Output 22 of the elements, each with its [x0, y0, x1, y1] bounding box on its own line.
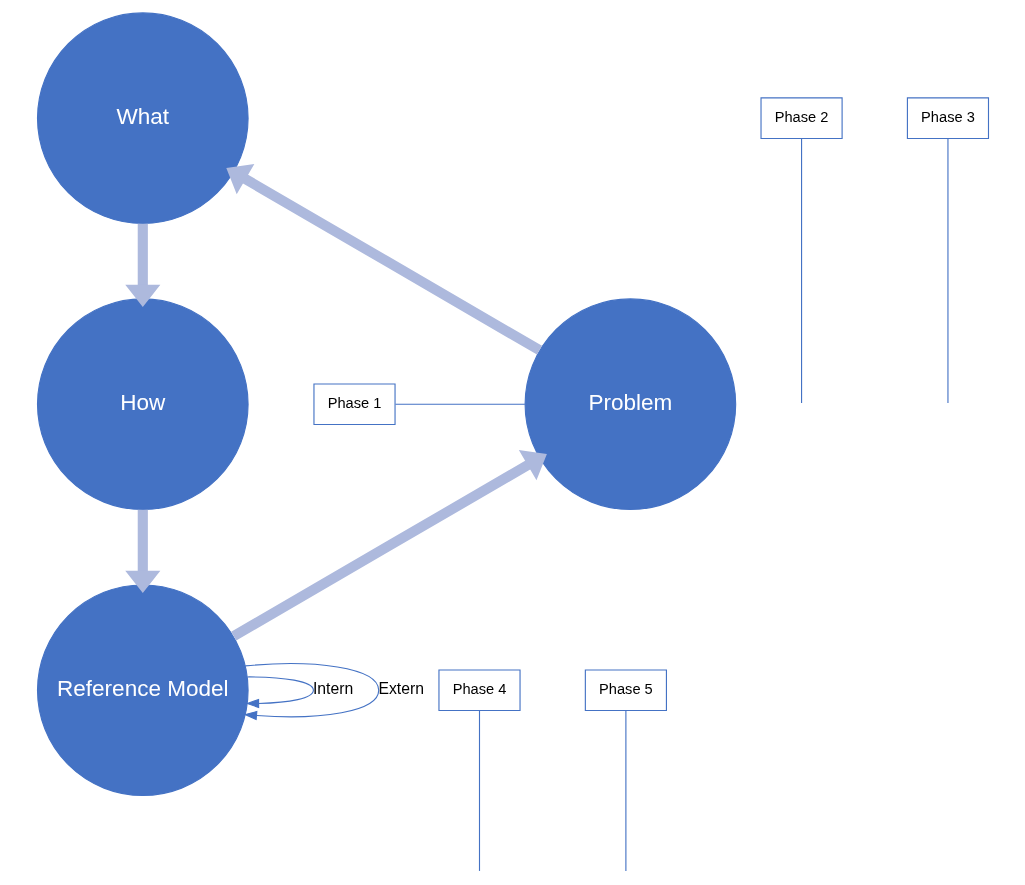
edge-label: Intern	[312, 680, 353, 698]
arrow	[225, 163, 542, 355]
arrow	[230, 449, 547, 641]
node-box: Phase 2	[759, 97, 843, 139]
connector	[800, 138, 802, 404]
connector	[394, 403, 525, 405]
node-box: Phase 3	[906, 97, 989, 139]
arrow	[124, 509, 160, 594]
connector	[478, 710, 480, 872]
arrow	[245, 676, 314, 709]
arrow	[124, 223, 160, 308]
node-box: Phase 4	[437, 669, 521, 712]
node-circle: Problem	[524, 298, 736, 511]
node-circle: How	[36, 298, 249, 511]
connector	[624, 710, 626, 872]
node-box: Phase 1	[312, 383, 396, 426]
edge-label: Extern	[377, 680, 424, 698]
node-circle: Reference Model	[36, 584, 249, 797]
connector	[946, 138, 949, 404]
arrow	[243, 663, 379, 721]
node-circle: What	[36, 12, 249, 225]
node-box: Phase 5	[584, 669, 667, 712]
